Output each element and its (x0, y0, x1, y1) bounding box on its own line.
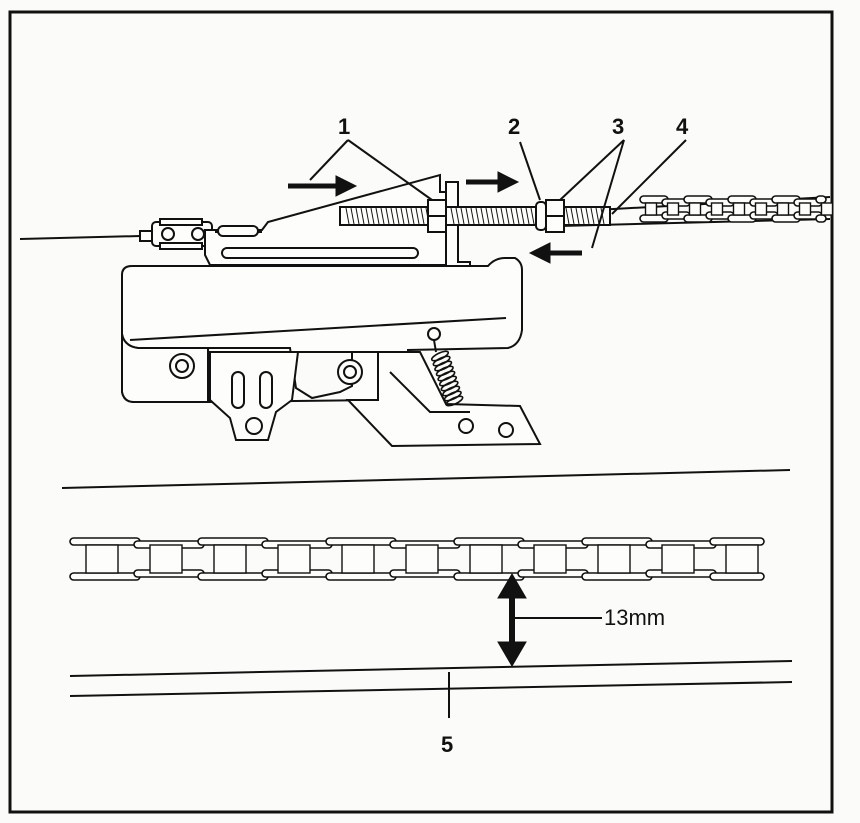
cable-master-link (139, 218, 213, 250)
release-lever (345, 351, 542, 448)
release-spring (427, 327, 464, 407)
chain-lower (69, 537, 765, 581)
arrow-right-2 (466, 171, 520, 193)
direction-arrows (288, 171, 582, 264)
rail-top-edge (61, 469, 791, 489)
leader-lines (309, 139, 687, 249)
rail-line-2 (69, 681, 793, 697)
callout-4: 4 (676, 114, 689, 139)
callout-3: 3 (612, 114, 624, 139)
threaded-rod (339, 206, 611, 226)
callout-1: 1 (338, 114, 350, 139)
chain-upper (639, 195, 834, 223)
mounting-tab (209, 351, 300, 441)
chain-rail-detail (61, 469, 793, 718)
bolt-right (337, 359, 363, 385)
washer (535, 201, 547, 231)
callout-5: 5 (441, 732, 453, 757)
arrow-left-3 (528, 242, 582, 264)
cable-line (19, 235, 141, 240)
trolley-body-lower-left (121, 333, 209, 403)
diagram-frame (8, 10, 834, 814)
rail-line-1 (69, 660, 793, 677)
dimension-label: 13mm (604, 605, 665, 630)
arrow-right-1 (288, 175, 358, 197)
dimension-arrow (497, 573, 602, 667)
bolt-left (169, 353, 195, 379)
trolley-assembly (19, 173, 834, 448)
bracket-slot (221, 247, 419, 259)
callout-2: 2 (508, 114, 520, 139)
